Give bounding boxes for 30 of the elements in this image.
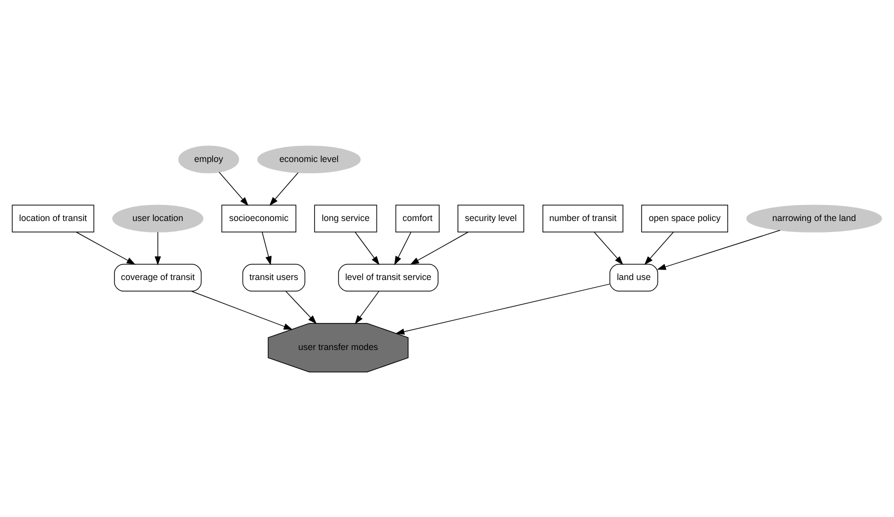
arrow [354, 231, 380, 265]
arrow [76, 231, 136, 264]
arrow [594, 231, 624, 265]
node-box: socioeconomic [221, 204, 296, 232]
node-box: coverage of transit [114, 263, 202, 292]
arrow [218, 171, 249, 206]
node-box: level of transit service [338, 263, 438, 292]
node-ellipse: economic level [257, 145, 361, 173]
arrow [191, 290, 293, 330]
arrow [286, 290, 317, 324]
arrow [656, 229, 780, 270]
node-box: land use [609, 263, 658, 292]
node-box: security level [458, 204, 524, 232]
node-ellipse: employ [178, 145, 240, 173]
arrow [262, 231, 272, 265]
arrow [269, 172, 298, 206]
node-box: transit users [242, 263, 306, 292]
node-box: long service [314, 204, 378, 232]
arrow [394, 231, 412, 265]
arrow [154, 231, 161, 265]
node-ellipse: user location [112, 204, 204, 232]
arrow [395, 283, 610, 334]
node-box: number of transit [542, 204, 624, 232]
node-box: location of transit [12, 204, 94, 232]
arrow [354, 290, 380, 324]
node-box: open space policy [641, 204, 728, 232]
node-ellipse: narrowing of the land [746, 204, 882, 232]
arrow [644, 231, 674, 265]
node-box: comfort [395, 204, 440, 232]
arrow [410, 231, 468, 264]
